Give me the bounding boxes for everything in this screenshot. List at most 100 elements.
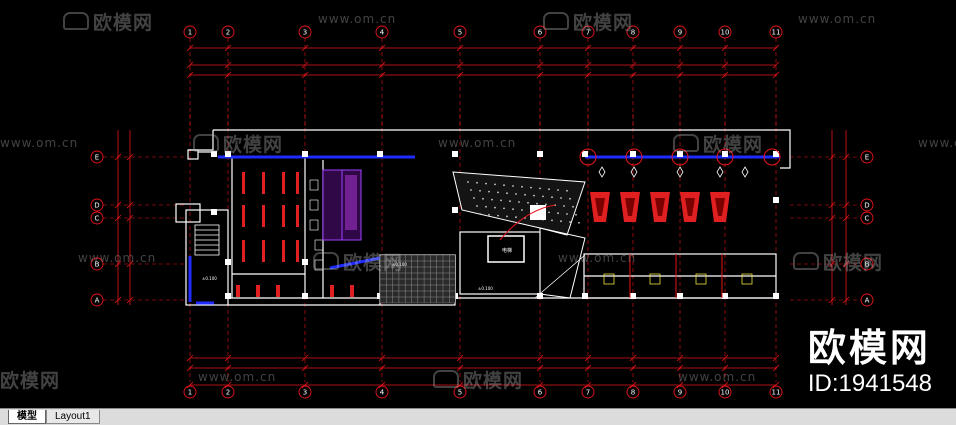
ceiling-light xyxy=(569,221,571,223)
ceiling-light xyxy=(473,197,475,199)
ceiling-light xyxy=(515,216,517,219)
ceiling-light xyxy=(557,189,559,191)
row-axis-label: B xyxy=(95,261,100,269)
column-axis-label: 5 xyxy=(458,29,462,37)
column-axis-bubble: 3 xyxy=(298,25,312,130)
column-axis-label: 3 xyxy=(303,29,307,37)
dimension-tick xyxy=(676,364,684,372)
row-axis-label: C xyxy=(865,215,870,223)
column-axis-bubble: 7 xyxy=(581,25,595,130)
row-axis-bubble: C xyxy=(90,211,186,225)
dining-table xyxy=(262,205,265,227)
dimension-tick xyxy=(456,71,464,79)
ceiling-light xyxy=(539,187,541,190)
structural-column xyxy=(773,151,779,157)
column-axis-label: 9 xyxy=(678,389,682,397)
structural-column xyxy=(211,151,217,157)
ceiling-light xyxy=(470,189,472,191)
ceiling-light xyxy=(497,214,499,217)
dining-table xyxy=(296,240,299,262)
ceiling-light xyxy=(530,186,532,189)
diamond-lamp xyxy=(630,166,638,178)
dimension-tick xyxy=(224,61,232,69)
ceiling-light xyxy=(503,184,505,187)
tab-model[interactable]: 模型 xyxy=(8,410,46,424)
bottom-right-fixtures xyxy=(603,273,753,285)
tab-layout1[interactable]: Layout1 xyxy=(46,410,100,424)
column-axis-label: 6 xyxy=(538,29,543,37)
structural-column xyxy=(225,293,231,299)
dimension-tick xyxy=(114,296,122,304)
lounge-chairs xyxy=(590,192,730,222)
dining-table xyxy=(242,240,245,262)
dimension-tick xyxy=(224,364,232,372)
dimension-tick xyxy=(629,381,637,389)
dimension-tick xyxy=(536,381,544,389)
dimension-tick xyxy=(584,364,592,372)
column-axis-bubble: 5 xyxy=(453,25,467,130)
dimension-tick xyxy=(721,354,729,362)
dining-table xyxy=(262,240,265,262)
dimension-tick xyxy=(772,354,780,362)
dimension-tick xyxy=(378,61,386,69)
column-axis-label: 2 xyxy=(226,29,230,37)
dimension-tick xyxy=(126,153,134,161)
structural-column xyxy=(537,293,543,299)
dimension-tick xyxy=(301,364,309,372)
ceiling-light xyxy=(509,200,511,203)
column-axis-bubble: 10 xyxy=(718,25,732,130)
ceiling-light xyxy=(479,189,481,192)
row-axis-bubble: C xyxy=(790,211,874,225)
row-axis-bubble: B xyxy=(90,257,186,271)
structural-column xyxy=(582,151,588,157)
dimension-tick xyxy=(842,260,850,268)
level-label-3: ±0.100 xyxy=(392,262,407,267)
level-label-1: ±0.100 xyxy=(202,276,217,281)
dimension-tick xyxy=(772,71,780,79)
ceiling-light xyxy=(488,213,490,216)
dimension-tick xyxy=(828,201,836,209)
column-axis-bubble: 4 xyxy=(375,114,389,399)
armchair xyxy=(590,192,610,222)
dimension-tick xyxy=(828,296,836,304)
ceiling-light xyxy=(527,201,529,204)
column-axis-bubble: 8 xyxy=(626,25,640,130)
ceiling-light xyxy=(521,209,523,211)
column-axis-bubble: 4 xyxy=(375,25,389,130)
ceiling-light xyxy=(521,185,523,188)
row-axis-label: D xyxy=(864,202,869,210)
column-axis-label: 9 xyxy=(678,29,682,37)
ceiling-light xyxy=(569,197,571,200)
diamond-lamp xyxy=(741,166,749,178)
column-axis-bubble: 11 xyxy=(769,114,783,399)
dimension-ticks xyxy=(114,44,850,389)
ceiling-lamp-ring xyxy=(579,148,597,166)
structural-column xyxy=(630,293,636,299)
armchair xyxy=(620,192,640,222)
kitchen-hatch xyxy=(379,254,456,304)
dining-table xyxy=(282,240,285,262)
dimension-tick xyxy=(772,381,780,389)
dimension-tick xyxy=(584,44,592,52)
dimension-tick xyxy=(378,364,386,372)
dimension-tick xyxy=(842,201,850,209)
ceiling-light xyxy=(506,192,508,195)
dimension-tick xyxy=(536,71,544,79)
dimension-tick xyxy=(536,364,544,372)
ceiling-light xyxy=(500,199,502,202)
structural-column xyxy=(225,259,231,265)
dimension-tick xyxy=(721,44,729,52)
dimension-tick xyxy=(186,61,194,69)
ceiling-light xyxy=(566,189,568,192)
structural-column xyxy=(677,293,683,299)
dimension-tick xyxy=(536,61,544,69)
ceiling-light xyxy=(512,185,514,187)
bottom-right-room-walls xyxy=(629,254,723,298)
structural-column xyxy=(722,293,728,299)
column-axis-label: 11 xyxy=(772,29,781,37)
brand-name: 欧模网 xyxy=(807,326,931,370)
column-axis-label: 4 xyxy=(380,389,385,397)
ceiling-light xyxy=(566,213,568,215)
dimension-tick xyxy=(126,296,134,304)
